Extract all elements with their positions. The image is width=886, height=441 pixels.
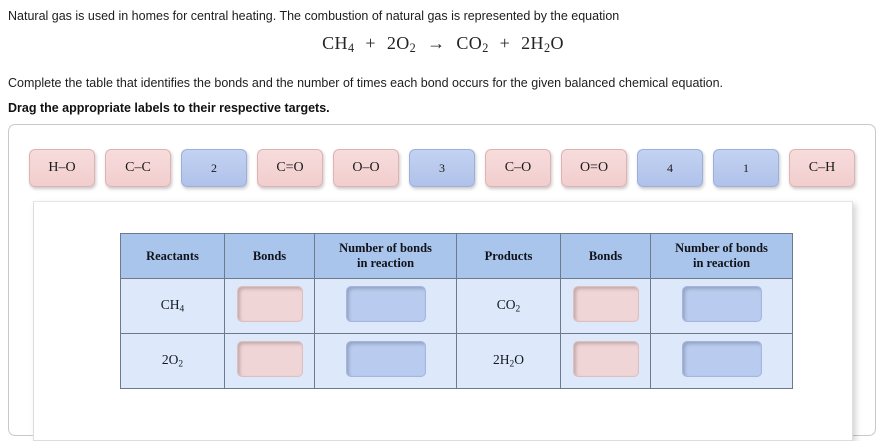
table-row: 2O2 2H2O	[120, 333, 793, 389]
drag-label-h-o[interactable]: H–O	[29, 149, 95, 187]
drag-label-o-o[interactable]: O–O	[333, 149, 399, 187]
table-header-row: Reactants Bonds Number of bonds in react…	[120, 233, 793, 279]
drag-label-c-h[interactable]: C–H	[789, 149, 855, 187]
drop-target-product-count-2[interactable]	[681, 340, 762, 377]
drag-label-c-o[interactable]: C–O	[485, 149, 551, 187]
drop-surface: Reactants Bonds Number of bonds in react…	[33, 201, 853, 441]
drag-label-c-double-o[interactable]: C=O	[257, 149, 323, 187]
drop-target-cell-product-bonds-1[interactable]	[560, 278, 651, 334]
instruction-text: Complete the table that identifies the b…	[8, 76, 724, 90]
reactant-species-methane: CH4	[120, 278, 225, 334]
drop-target-cell-product-count-1[interactable]	[650, 278, 793, 334]
equation-plus-2: +	[499, 33, 511, 53]
equation-arrow-icon: →	[427, 33, 446, 53]
drop-target-cell-reactant-count-2[interactable]	[314, 333, 457, 389]
drop-target-reactant-bond-1[interactable]	[236, 285, 303, 322]
label-bank: H–O C–C 2 C=O O–O 3 C–O O=O 4 1 C–H	[9, 149, 877, 195]
equation-product-carbon-dioxide: CO2	[456, 33, 489, 56]
column-header-bonds-left: Bonds	[224, 233, 315, 279]
drag-label-1[interactable]: 1	[713, 149, 779, 187]
drag-instruction-text: Drag the appropriate labels to their res…	[8, 101, 330, 115]
count-right-line-2: in reaction	[692, 256, 751, 270]
drop-target-product-bond-2[interactable]	[572, 340, 639, 377]
drop-target-product-count-1[interactable]	[681, 285, 762, 322]
drop-target-reactant-count-1[interactable]	[345, 285, 426, 322]
drop-target-cell-product-bonds-2[interactable]	[560, 333, 651, 389]
drop-target-cell-reactant-bonds-2[interactable]	[224, 333, 315, 389]
reactant-species-oxygen: 2O2	[120, 333, 225, 389]
drop-target-cell-product-count-2[interactable]	[650, 333, 793, 389]
drag-label-2[interactable]: 2	[181, 149, 247, 187]
equation-product-water: 2H2O	[521, 33, 564, 56]
bonds-table: Reactants Bonds Number of bonds in react…	[120, 233, 793, 389]
chemical-equation: CH4 + 2O2 → CO2 + 2H2O	[0, 33, 886, 56]
column-header-bonds-right: Bonds	[560, 233, 651, 279]
equation-plus-1: +	[365, 33, 376, 53]
drag-label-3[interactable]: 3	[409, 149, 475, 187]
drag-label-4[interactable]: 4	[637, 149, 703, 187]
equation-reactant-oxygen: 2O2	[386, 33, 417, 56]
count-left-line-1: Number of bonds	[339, 241, 432, 255]
product-species-carbon-dioxide: CO2	[456, 278, 561, 334]
drag-label-o-double-o[interactable]: O=O	[561, 149, 627, 187]
count-right-line-1: Number of bonds	[675, 241, 768, 255]
drop-target-cell-reactant-bonds-1[interactable]	[224, 278, 315, 334]
table-row: CH4 CO2	[120, 278, 793, 334]
intro-text: Natural gas is used in homes for central…	[8, 9, 620, 23]
count-left-line-2: in reaction	[356, 256, 415, 270]
column-header-count-left: Number of bonds in reaction	[314, 233, 457, 279]
drop-target-product-bond-1[interactable]	[572, 285, 639, 322]
drop-target-cell-reactant-count-1[interactable]	[314, 278, 457, 334]
drop-target-reactant-bond-2[interactable]	[236, 340, 303, 377]
activity-panel: H–O C–C 2 C=O O–O 3 C–O O=O 4 1 C–H Reac…	[8, 124, 877, 441]
equation-reactant-methane: CH4	[322, 33, 355, 56]
drop-target-reactant-count-2[interactable]	[345, 340, 426, 377]
drag-label-c-c[interactable]: C–C	[105, 149, 171, 187]
column-header-reactants: Reactants	[120, 233, 225, 279]
column-header-products: Products	[456, 233, 561, 279]
column-header-count-right: Number of bonds in reaction	[650, 233, 793, 279]
product-species-water: 2H2O	[456, 333, 561, 389]
